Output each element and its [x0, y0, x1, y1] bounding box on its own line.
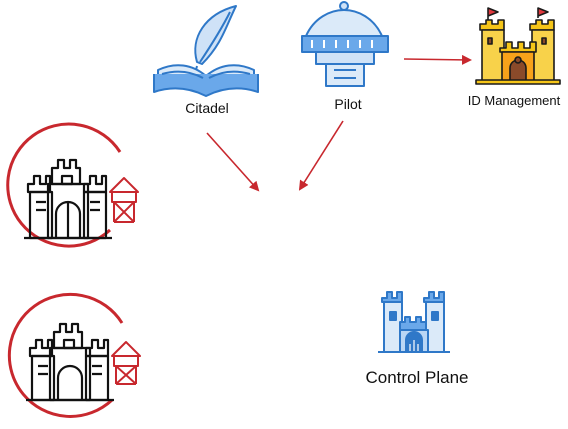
- control-plane-label: Control Plane: [365, 368, 469, 387]
- edge-arrows: [206, 54, 472, 192]
- control-plane-icon: [378, 291, 450, 353]
- arrow-citadel-to-center: [206, 132, 260, 192]
- citadel-label: Citadel: [185, 100, 229, 116]
- service-b-ring: [7, 293, 124, 418]
- citadel-icon: [153, 5, 259, 97]
- pilot-icon: [301, 1, 389, 87]
- castle-icon: [26, 322, 114, 402]
- service-a-node: [6, 122, 139, 248]
- service-a-ring: [6, 122, 122, 248]
- watchtower-icon: [109, 177, 139, 223]
- id-management-label: ID Management: [467, 93, 561, 108]
- service-b-node: [7, 293, 141, 418]
- watchtower-icon: [111, 341, 141, 385]
- id-management-icon: [475, 7, 561, 85]
- arrow-pilot-to-id-management: [403, 54, 472, 65]
- arrow-pilot-to-center: [298, 120, 344, 191]
- pilot-label: Pilot: [334, 96, 362, 112]
- castle-icon: [24, 158, 112, 240]
